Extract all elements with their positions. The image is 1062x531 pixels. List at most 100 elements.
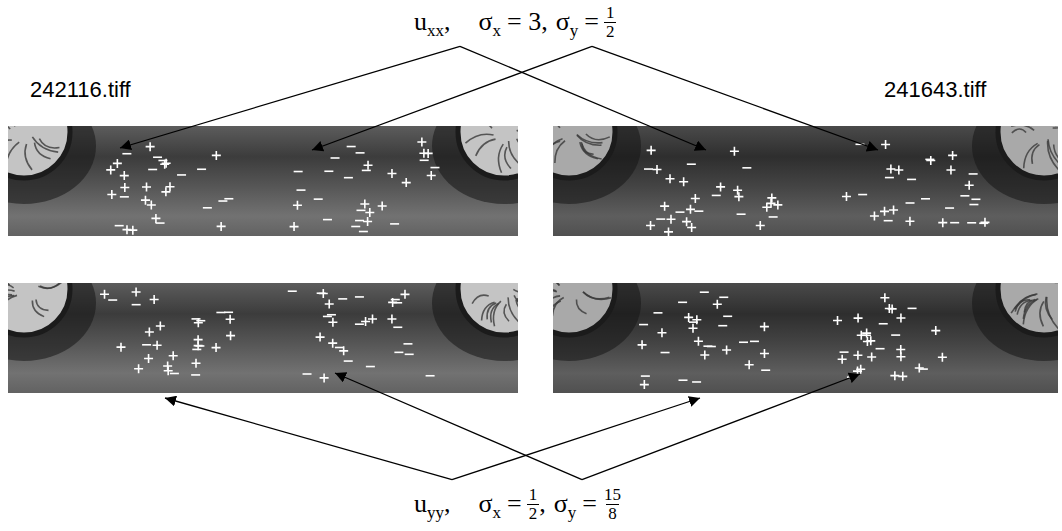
iris-texture [8,296,14,309]
plus-mark [686,205,695,214]
plus-mark [156,322,165,331]
leader-arrow [592,46,878,150]
plus-mark [365,208,374,217]
iris-texture [498,144,503,173]
minus-mark [191,374,200,376]
plus-mark [164,366,173,375]
iris-texture [38,283,62,288]
plus-mark [734,192,743,201]
fraction-numerator: 1 [527,486,540,504]
plus-mark [293,201,302,210]
plus-mark [838,355,847,364]
plus-mark [733,186,742,195]
plus-mark [679,177,688,186]
plus-mark [894,165,903,174]
plus-mark [694,337,703,346]
plus-mark [700,351,709,360]
plus-mark [767,199,776,208]
plus-mark [122,225,131,234]
eye-image [553,126,1058,236]
plus-mark [856,365,865,374]
minus-mark [707,346,716,348]
plus-mark [980,218,989,227]
leader-arrow [452,398,700,480]
minus-mark [359,231,368,233]
filter-formula: uxx,σx= 3,σy=12 [414,0,616,44]
iris-texture [1012,129,1026,133]
fraction-denominator: 2 [604,22,617,41]
plus-mark [886,165,895,174]
iris-texture [583,292,611,299]
iris-texture [553,141,560,157]
iris-texture [580,142,598,159]
plus-mark [169,351,178,360]
iris [8,126,70,178]
minus-mark [876,348,885,350]
plus-mark [150,295,159,304]
plus-mark [212,343,221,352]
eye-image [8,126,518,236]
minus-mark [971,198,980,200]
formula-symbol: , [444,9,451,35]
minus-mark [678,379,687,381]
fraction: 158 [602,486,623,523]
minus-mark [197,168,206,170]
plus-mark [144,354,153,363]
minus-mark [694,210,703,212]
plus-mark [885,304,894,313]
plus-mark [427,171,436,180]
plus-mark [931,326,940,335]
plus-mark [713,300,722,309]
plus-mark [773,200,782,209]
iris [458,283,518,335]
minus-mark [218,200,227,202]
plus-mark [890,371,899,380]
plus-mark [417,138,426,147]
plus-mark [638,340,647,349]
plus-mark [364,161,373,170]
plus-mark [402,178,411,187]
plus-mark [217,222,226,231]
minus-mark [426,375,435,377]
leader-arrow [582,374,860,480]
leader-arrow [165,398,452,480]
leader-arrow [312,46,592,150]
minus-mark [907,179,916,181]
iris-texture [583,292,609,299]
plus-mark [915,364,924,373]
minus-mark [700,291,709,293]
minus-mark [653,312,662,314]
plus-mark [162,159,171,168]
formula-subscript: xx [427,22,444,39]
iris-texture [1013,126,1033,127]
formula-symbol: σ [479,491,493,517]
plus-mark [664,227,673,236]
minus-mark [761,369,770,371]
iris-texture [517,127,518,132]
iris-texture [1054,145,1058,166]
minus-mark [170,373,179,375]
minus-mark [224,311,233,313]
iris-texture [576,300,586,314]
iris-texture [1053,126,1058,128]
fraction-denominator: 2 [527,504,540,523]
minus-mark [355,323,364,325]
plus-mark [948,151,957,160]
formula-symbol: σ [556,9,570,35]
minus-mark [656,218,665,220]
fraction: 12 [604,4,617,41]
minus-mark [739,341,748,343]
minus-mark [750,341,759,343]
plus-mark [684,313,693,322]
plus-mark [107,190,116,199]
minus-mark [644,168,653,170]
plus-mark [880,207,889,216]
plus-mark [833,316,842,325]
iris-texture [509,141,518,166]
plus-mark [368,314,377,323]
plus-mark [896,313,905,322]
plus-mark [647,146,656,155]
minus-mark [742,167,751,169]
minus-mark [120,196,129,198]
